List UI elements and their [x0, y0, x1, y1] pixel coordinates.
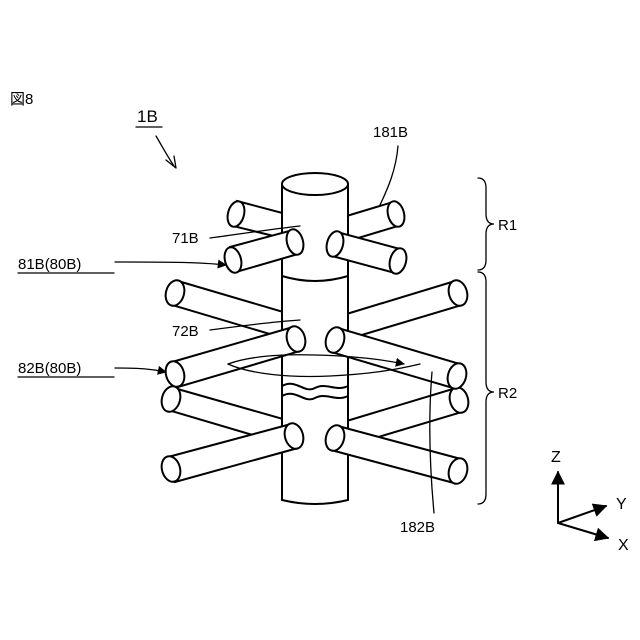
label-181b: 181B [373, 124, 408, 141]
label-r1: R1 [498, 217, 517, 234]
label-r2: R2 [498, 385, 517, 402]
label-81b: 81B(80B) [18, 256, 81, 273]
label-182b: 182B [400, 519, 435, 536]
axes-indicator: Z Y X [551, 449, 629, 554]
label-71b: 71B [172, 230, 199, 247]
axis-y-label: Y [616, 496, 627, 513]
device-ref-arrow [156, 136, 174, 166]
leader-182b [430, 372, 434, 513]
leader-181b [380, 146, 398, 205]
axis-x-label: X [618, 537, 629, 554]
device-ref-label: 1B [137, 107, 158, 126]
figure-number: 図8 [10, 91, 33, 108]
leader-81b [115, 262, 226, 265]
brace-r2 [478, 272, 494, 504]
leader-82b [115, 368, 166, 372]
label-72b: 72B [172, 323, 199, 340]
label-82b: 82B(80B) [18, 360, 81, 377]
brace-r1 [478, 178, 494, 270]
axis-z-label: Z [551, 449, 561, 466]
